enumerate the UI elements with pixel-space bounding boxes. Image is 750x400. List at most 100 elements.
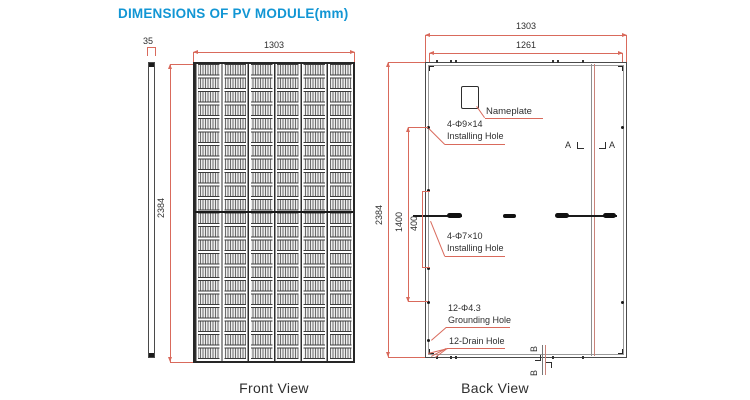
cross-bar-right-cap-outer [603,213,616,218]
corner-key-tl [429,66,434,71]
drain-tick [552,60,554,63]
front-height-dim-label: 2384 [156,198,166,219]
section-a-label-left: A [565,140,572,150]
drain-tick [436,60,438,63]
mount-offset-dim-label: 400 [409,216,419,232]
page-title: DIMENSIONS OF PV MODULE(mm) [118,6,349,21]
section-b-label-bottom: B [529,369,540,377]
grounding-hole-label-1: 12-Φ4.3 [448,303,481,313]
section-b-bracket-top [535,355,541,361]
panel-middle-divider [195,211,353,213]
drain-hole-underline [447,348,505,349]
front-width-ext-right [354,52,355,62]
front-view-panel [193,62,355,363]
mount-span-arrow-top [406,127,410,132]
back-frame-inner-line [428,65,624,355]
back-width-inner-line [429,53,623,54]
back-width-inner-arrow-left [429,51,434,55]
drain-tick [552,356,554,359]
install-hole-mid-label-1: 4-Φ7×10 [447,231,483,241]
mount-span-dim-label: 1400 [394,212,404,233]
installing-hole-mark [427,126,430,129]
front-width-dim-line [193,52,355,53]
grounding-hole-underline [446,327,510,328]
section-a-cut-line [591,64,595,356]
side-view-top-cap [149,63,154,67]
section-b-cut-line [542,345,546,375]
install-hole-top-label-1: 4-Φ9×14 [447,119,483,129]
corner-key-br [618,349,623,354]
back-height-ext-bottom [388,357,425,358]
installing-hole-mark [621,301,624,304]
section-a-bracket-right [599,142,606,149]
back-width-outer-arrow-left [425,33,430,37]
back-width-outer-line [425,35,627,36]
drain-tick [455,60,457,63]
mount-span-dim-line [408,127,409,302]
side-view [148,62,155,358]
section-a-label-right: A [609,140,616,150]
drain-tick [436,356,438,359]
drain-hole-label: 12-Drain Hole [449,336,505,346]
front-height-ext-bottom [170,362,193,363]
nameplate-underline [485,118,543,119]
thickness-dim-ext-right [155,47,156,56]
back-height-dim-line [388,62,389,358]
back-width-inner-ext-left [429,53,430,62]
side-view-bottom-cap [149,353,154,357]
front-height-dim-line [170,64,171,363]
back-width-outer-arrow-right [622,33,627,37]
mount-offset-tick-bottom [422,267,430,268]
back-height-dim-label: 2384 [374,205,384,226]
cross-bar-right [556,215,617,217]
cross-bar-right-cap-inner [555,213,569,218]
install-hole-top-label-2: Installing Hole [447,131,504,141]
front-width-ext-left [193,52,194,62]
mount-span-arrow-bottom [406,297,410,302]
section-b-label-top: B [529,345,540,353]
thickness-dim-ext-left [147,47,148,56]
back-height-ext-top [388,62,425,63]
nameplate-rect [461,86,479,109]
thickness-dim-label: 35 [142,36,153,46]
installing-hole-mark [427,301,430,304]
back-view-frame [425,62,627,358]
install-hole-mid-label-2: Installing Hole [447,243,504,253]
back-height-arrow-top [386,62,390,67]
thickness-dim-line [147,47,156,48]
back-width-outer-ext-left [425,35,426,62]
grounding-hole-mark [427,339,430,342]
cross-bar-center-cap [503,214,516,218]
front-width-arrow-right [350,50,355,54]
back-width-outer-ext-right [626,35,627,62]
drain-tick [455,356,457,359]
cross-bar-left [413,215,462,217]
front-height-arrow-bottom [168,357,172,362]
drain-tick [450,356,452,359]
back-view-label: Back View [461,380,529,396]
mount-offset-dim-line [422,191,423,268]
drain-tick [450,60,452,63]
drain-tick [557,60,559,63]
mount-span-ext-bottom [408,301,428,302]
front-height-ext-top [170,64,193,65]
mount-span-ext-top [408,127,428,128]
back-width-outer-label: 1303 [515,21,537,31]
drain-tick [582,356,584,359]
back-height-arrow-bottom [386,352,390,357]
nameplate-label: Nameplate [486,106,532,117]
installing-hole-mark [427,189,430,192]
section-b-bracket-bottom [546,362,552,368]
installing-hole-mark [621,126,624,129]
front-width-dim-label: 1303 [263,40,285,50]
front-height-arrow-top [168,64,172,69]
install-hole-mid-underline [445,256,505,257]
section-a-bracket-left [577,142,584,149]
cross-bar-left-cap [447,213,462,218]
back-width-inner-label: 1261 [515,40,537,50]
mount-offset-tick-top [422,191,430,192]
back-width-inner-ext-right [622,53,623,62]
front-view-label: Front View [239,380,309,396]
corner-key-tr [618,66,623,71]
